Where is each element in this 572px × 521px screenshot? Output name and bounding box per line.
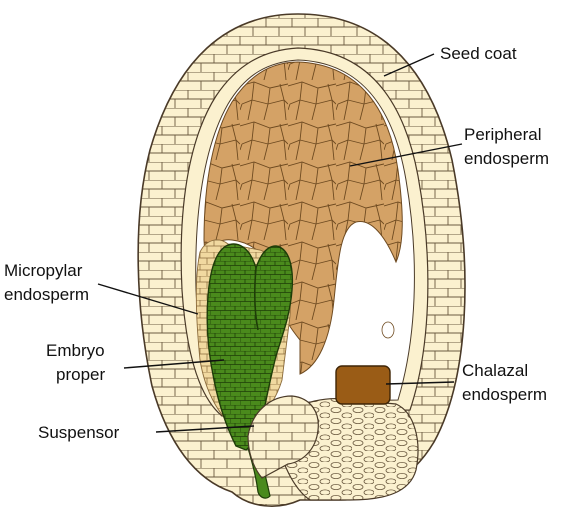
endosperm-nucleus: [382, 322, 394, 338]
chalazal-endosperm-label-1: Chalazal: [462, 361, 528, 380]
peripheral-endosperm-label-1: Peripheral: [464, 125, 542, 144]
chalazal-endosperm-label-2: endosperm: [462, 385, 547, 404]
chalazal-endosperm: [336, 366, 390, 404]
micropylar-endosperm-label-1: Micropylar: [4, 261, 83, 280]
peripheral-endosperm-label-2: endosperm: [464, 149, 549, 168]
embryo-proper-label-1: Embryo: [46, 341, 105, 360]
seed-coat-label: Seed coat: [440, 44, 517, 63]
micropylar-endosperm-label-2: endosperm: [4, 285, 89, 304]
suspensor-label: Suspensor: [38, 423, 120, 442]
embryo-proper-label-2: proper: [56, 365, 105, 384]
